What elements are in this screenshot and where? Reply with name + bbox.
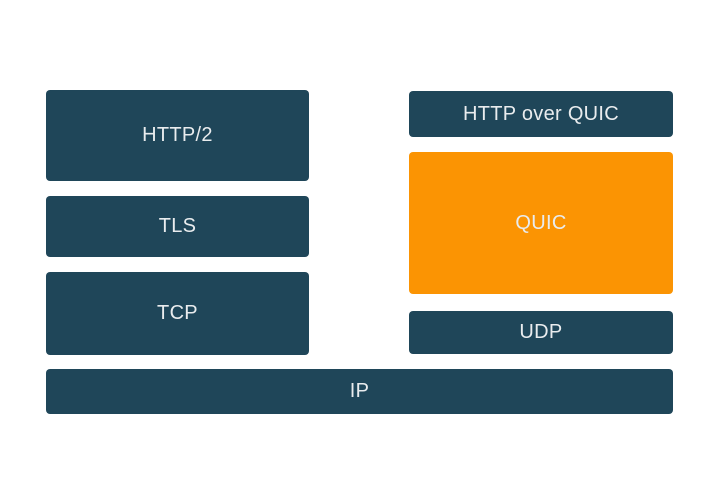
layer-label-http2: HTTP/2 [142, 124, 213, 146]
layer-label-quic: QUIC [515, 211, 567, 234]
layer-box-quic: QUIC [409, 152, 673, 294]
layer-box-ip: IP [46, 369, 673, 414]
layer-label-udp: UDP [519, 321, 563, 343]
layer-box-tcp: TCP [46, 272, 309, 355]
layer-label-tls: TLS [158, 215, 197, 237]
layer-box-tls: TLS [46, 196, 309, 257]
layer-label-ip: IP [349, 380, 370, 402]
layer-label-tcp: TCP [157, 302, 198, 324]
layer-box-http-over-quic: HTTP over QUIC [409, 91, 673, 137]
layer-box-udp: UDP [409, 311, 673, 354]
layer-label-http-over-quic: HTTP over QUIC [462, 102, 620, 125]
layer-box-http2: HTTP/2 [46, 90, 309, 181]
